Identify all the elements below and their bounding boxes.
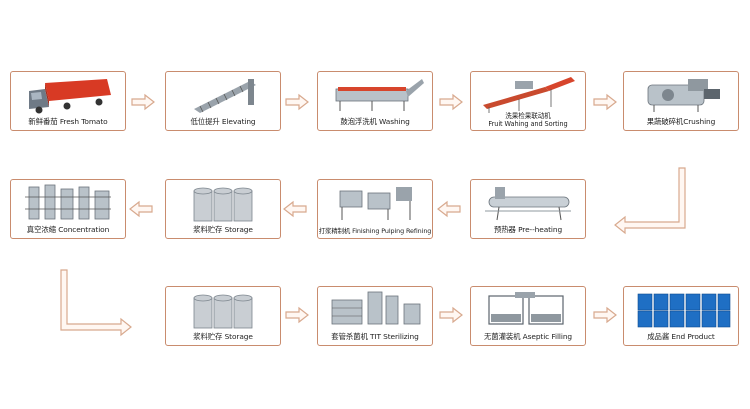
step-label: 浆料贮存 Storage: [193, 332, 253, 341]
step-storage-2: 浆料贮存 Storage: [165, 286, 281, 346]
step-aseptic-filling: 无菌灌装机 Aseptic Filling: [470, 286, 586, 346]
step-label: 成品酱 End Product: [647, 332, 715, 341]
step-concentration: 真空浓缩 Concentration: [10, 179, 126, 239]
step-elevating: 低位提升 Elevating: [165, 71, 281, 131]
filler-icon: [488, 292, 564, 325]
step-label: 无菌灌装机 Aseptic Filling: [483, 332, 572, 341]
step-pre-heating: 预热器 Pre--heating: [470, 179, 586, 239]
arrow-7: [129, 200, 153, 218]
step-tit-sterilizing: 套管杀菌机 TIT Sterilizing: [317, 286, 433, 346]
step-label: 鼓泡浮洗机 Washing: [340, 117, 410, 126]
step-crushing: 果蔬破碎机Crushing: [623, 71, 739, 131]
drums-icon: [637, 293, 731, 328]
sterilizer-icon: [331, 291, 421, 325]
arrow-turn-right: [614, 167, 686, 235]
sorting-line-icon: [483, 77, 575, 113]
step-label: 新鲜番茄 Fresh Tomato: [28, 117, 108, 126]
step-end-product: 成品酱 End Product: [623, 286, 739, 346]
step-fruit-washing-sorting: 洗果检果联动机 Fruit Wahing and Sorting: [470, 71, 586, 131]
arrow-8: [285, 306, 309, 324]
silo-icon: [193, 294, 253, 329]
arrow-turn-left: [60, 269, 132, 337]
crusher-icon: [647, 79, 720, 112]
arrow-4: [593, 93, 617, 111]
step-label: 浆料贮存 Storage: [193, 225, 253, 234]
step-label: 真空浓缩 Concentration: [26, 225, 110, 234]
arrow-3: [439, 93, 463, 111]
step-washing: 鼓泡浮洗机 Washing: [317, 71, 433, 131]
step-label: 套管杀菌机 TIT Sterilizing: [331, 332, 419, 341]
step-label: 果蔬破碎机Crushing: [646, 117, 716, 126]
preheater-icon: [485, 187, 571, 221]
step-label: 预热器 Pre--heating: [493, 225, 563, 234]
arrow-5: [437, 200, 461, 218]
step-fresh-tomato: 新鲜番茄 Fresh Tomato: [10, 71, 126, 131]
step-label: 打浆精制机 Finishing Pulping Refining: [318, 227, 432, 235]
washer-icon: [335, 79, 424, 111]
arrow-10: [593, 306, 617, 324]
arrow-1: [131, 93, 155, 111]
elevator-icon: [194, 79, 256, 113]
arrow-2: [285, 93, 309, 111]
step-storage-1: 浆料贮存 Storage: [165, 179, 281, 239]
arrow-9: [439, 306, 463, 324]
step-label: 低位提升 Elevating: [190, 117, 256, 126]
silo-icon: [193, 187, 253, 222]
step-label: 洗果检果联动机 Fruit Wahing and Sorting: [488, 112, 568, 128]
evaporator-icon: [25, 184, 111, 220]
pulper-icon: [339, 187, 412, 220]
step-finishing-pulping-refining: 打浆精制机 Finishing Pulping Refining: [317, 179, 433, 239]
arrow-6: [283, 200, 307, 218]
truck-icon: [29, 79, 111, 114]
